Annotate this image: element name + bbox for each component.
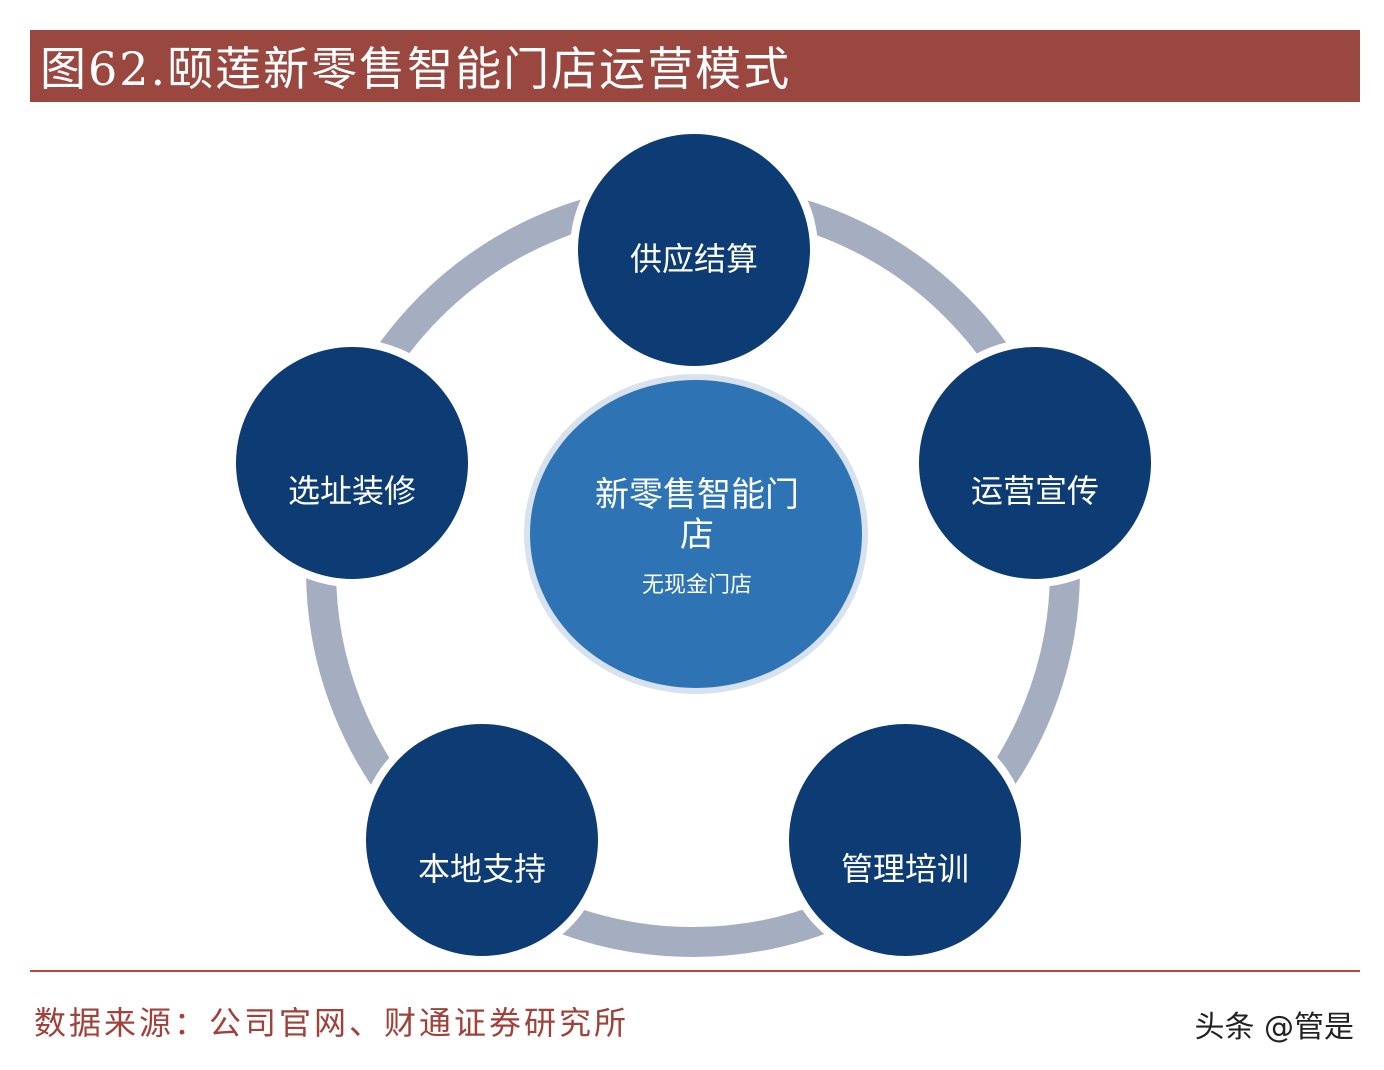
node-supply-settlement: 供应结算 <box>570 126 818 374</box>
node-local-support: 本地支持 <box>358 716 606 964</box>
node-circle <box>366 724 598 956</box>
node-management-training: 管理培训 <box>781 716 1029 964</box>
center-subtitle: 无现金门店 <box>642 573 752 598</box>
node-label: 管理培训 <box>841 850 969 888</box>
center-title-line2: 店 <box>680 515 714 555</box>
data-source-note: 数据来源：公司官网、财通证券研究所 <box>34 1004 630 1042</box>
title-bar: 图62.颐莲新零售智能门店运营模式 <box>30 30 1360 102</box>
node-circle <box>578 134 810 366</box>
center-title-line1: 新零售智能门 <box>595 475 799 515</box>
node-circle <box>789 724 1021 956</box>
node-label: 运营宣传 <box>971 472 1099 510</box>
footer-divider <box>30 970 1360 972</box>
center-node-circle <box>530 380 862 688</box>
node-operation-promotion: 运营宣传 <box>911 339 1159 587</box>
watermark: 头条 @管是 <box>1194 1010 1354 1045</box>
figure-title: 图62.颐莲新零售智能门店运营模式 <box>40 42 792 96</box>
node-label: 供应结算 <box>630 240 758 278</box>
node-circle <box>236 347 468 579</box>
node-label: 选址装修 <box>288 472 416 510</box>
node-site-decoration: 选址装修 <box>228 339 476 587</box>
node-circle <box>919 347 1151 579</box>
node-label: 本地支持 <box>418 850 546 888</box>
center-node: 新零售智能门 店 无现金门店 <box>524 374 868 694</box>
